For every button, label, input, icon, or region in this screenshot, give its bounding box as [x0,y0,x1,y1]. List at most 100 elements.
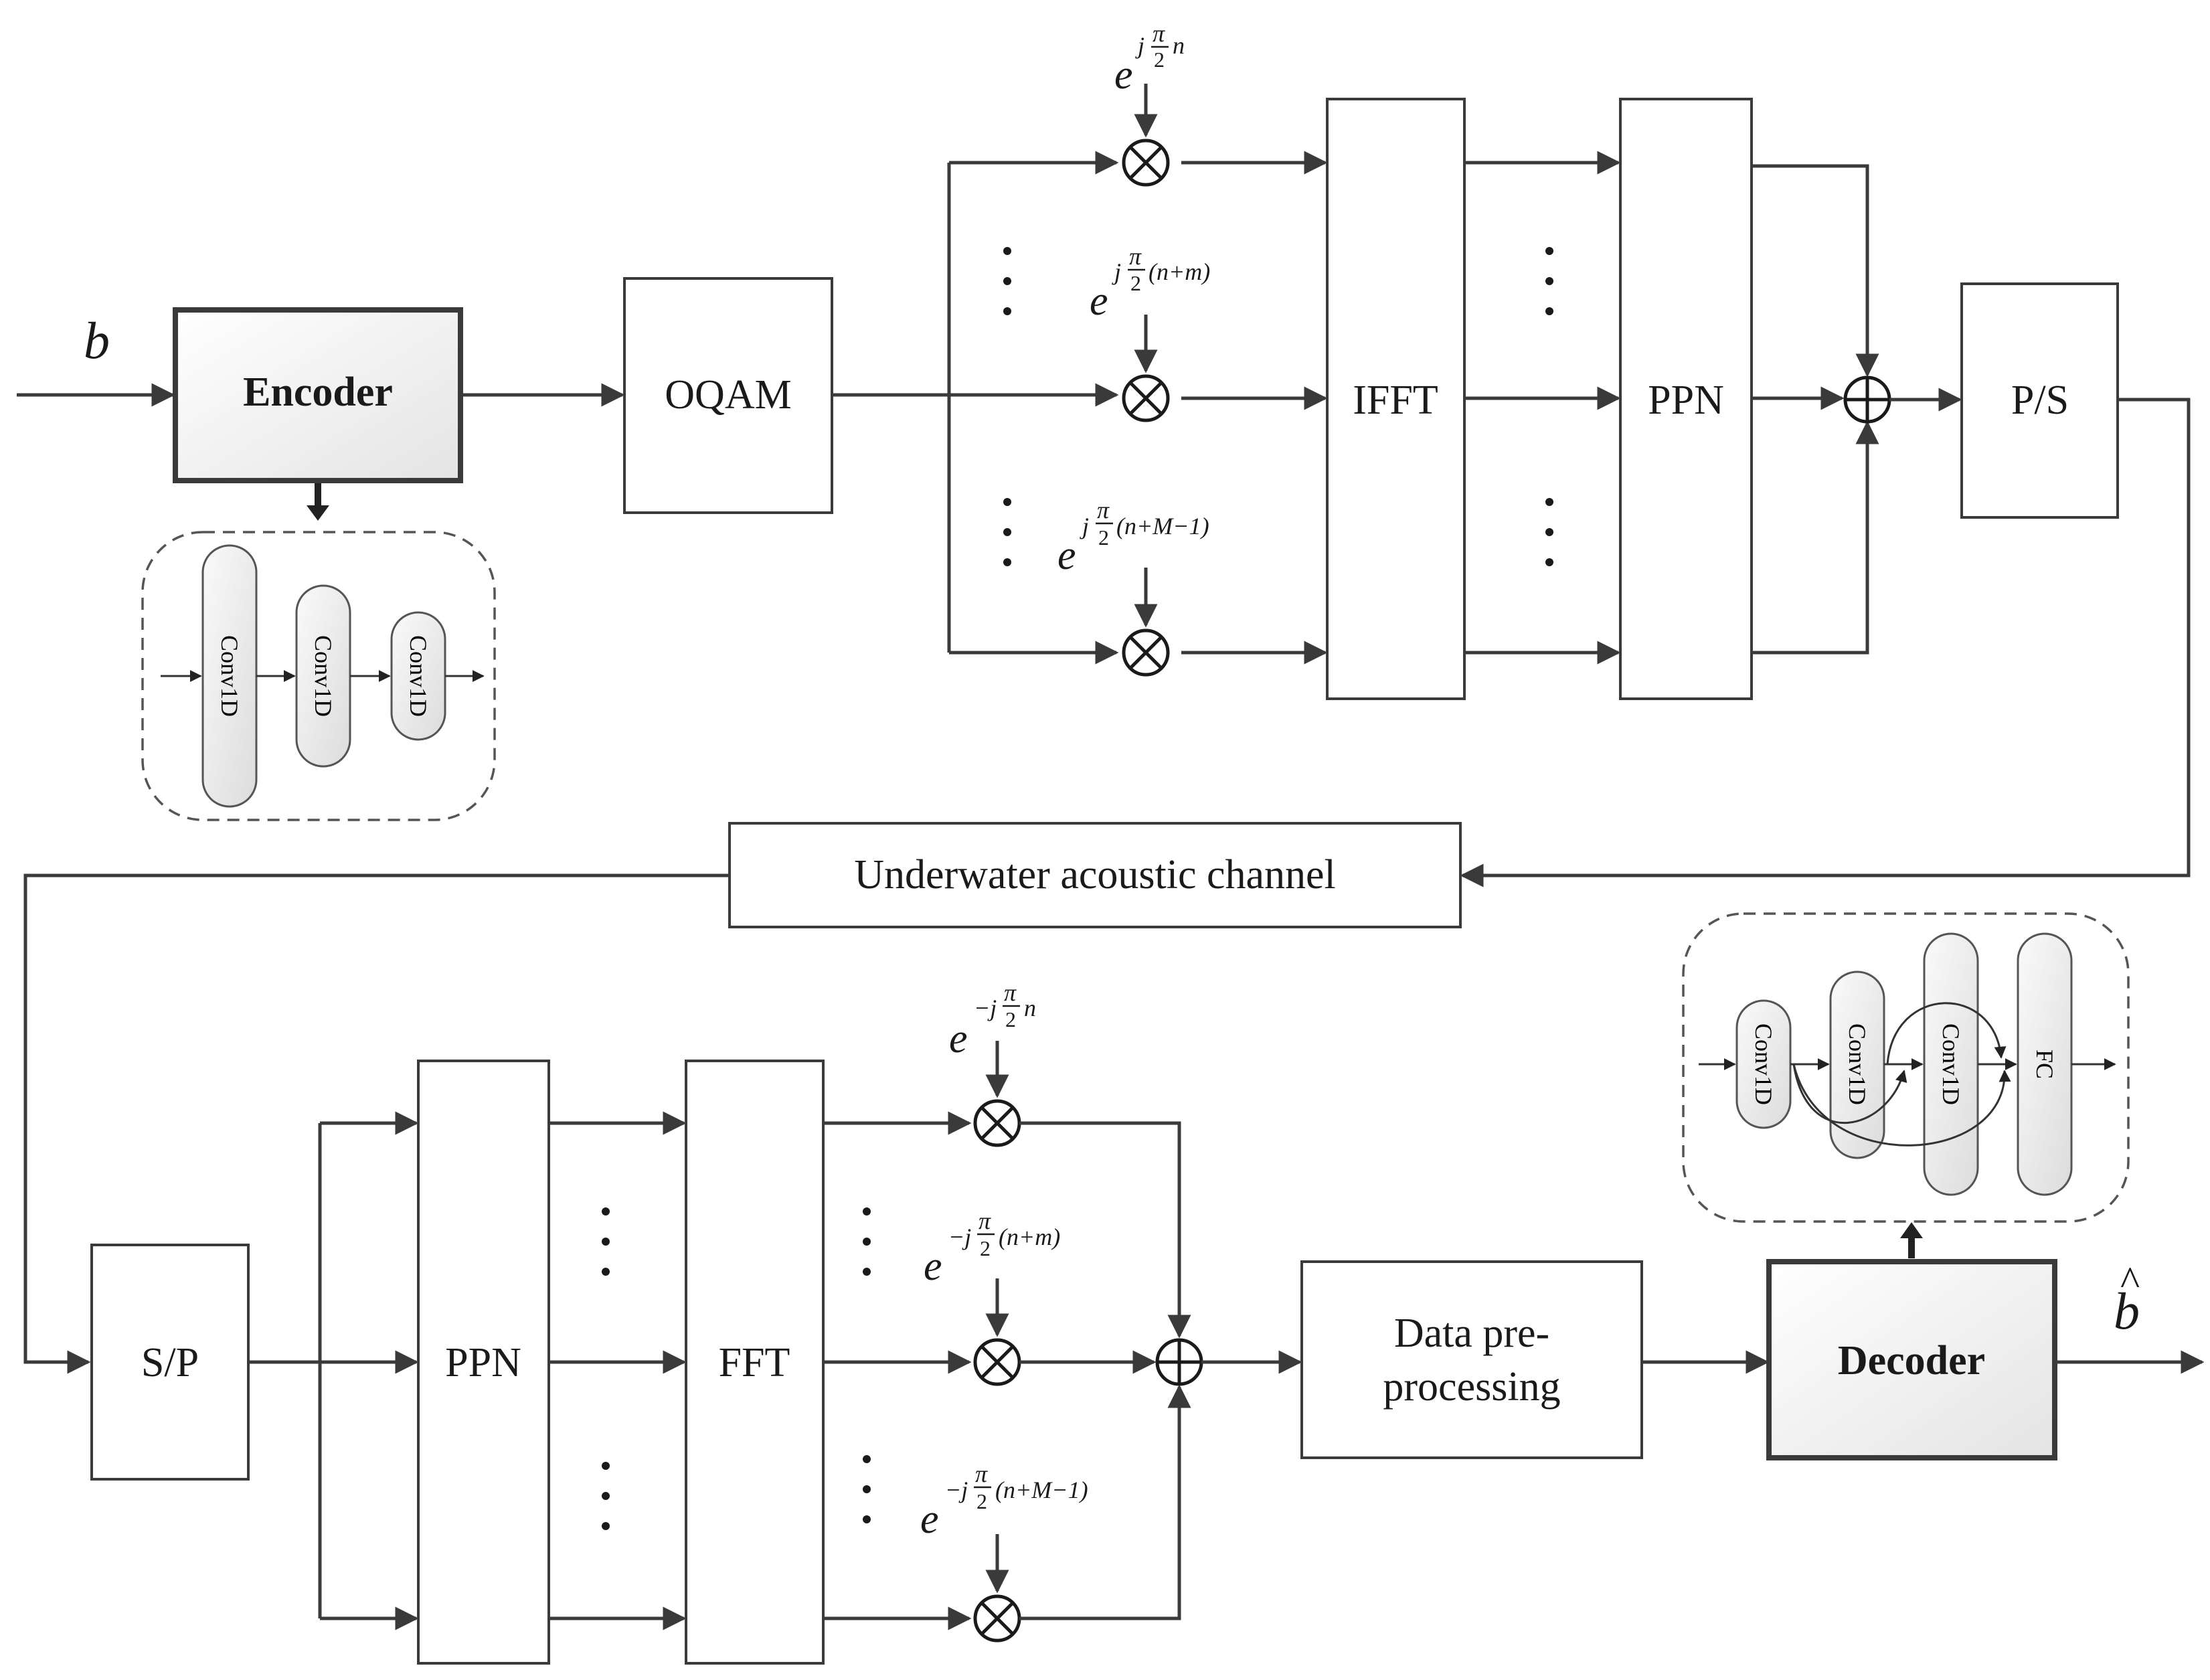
oqam-block: OQAM [623,277,833,514]
encoder-conv1d-label-2: Conv1D [310,635,337,717]
rx-phase-2-suffix: (n+m) [999,1224,1060,1250]
ppn-to-adder-lines [1752,164,1879,655]
rx-mult-to-adder-lines [1019,1121,1191,1620]
ppn-tx-block: PPN [1619,98,1753,700]
tx-phase-1-prefix: j [1135,32,1144,59]
tx-phase-1-den: 2 [1154,48,1165,72]
tx-phase-2-prefix: j [1112,258,1121,285]
output-b-hat-accent: ^ [2120,1259,2140,1305]
decoder-conv1d-label-2: Conv1D [1844,1023,1871,1105]
tx-phase-3-base: e [1057,533,1076,578]
rx-phase-2-num: π [979,1207,991,1234]
tx-ellipsis-2 [1003,498,1011,566]
rx-phase-3-base: e [920,1497,939,1542]
sp-block: S/P [90,1244,250,1481]
data-preprocessing-block: Data pre- processing [1300,1260,1643,1459]
rx-phase-1-num: π [1004,979,1017,1006]
tx-phase-2-base: e [1090,278,1108,324]
oqam-label: OQAM [665,372,791,418]
tx-phase-1: e j π 2 n [1114,20,1185,138]
tx-phase-2-den: 2 [1130,271,1141,295]
encoder-detail-arrow-head [307,505,329,521]
tx-ellipsis-3 [1545,247,1553,315]
tx-phase-1-suffix: n [1173,32,1185,59]
rx-phase-2: e −j π 2 (n+m) [924,1207,1060,1337]
tx-phase-2: e j π 2 (n+m) [1090,243,1210,373]
tx-phase-2-suffix: (n+m) [1149,258,1210,285]
ppn-tx-label: PPN [1648,377,1724,423]
ifft-label: IFFT [1353,377,1438,423]
rx-multiplier-1 [973,1099,1021,1147]
rx-phase-3: e −j π 2 (n+M−1) [920,1460,1088,1594]
rx-phase-2-prefix: −j [948,1224,971,1250]
encoder-block: Encoder [173,307,463,483]
tx-phase-1-num: π [1153,20,1165,47]
fft-block: FFT [685,1060,825,1665]
rx-phase-1: e −j π 2 n [949,979,1036,1098]
ppn-rx-label: PPN [445,1340,521,1385]
rx-phase-2-base: e [924,1244,942,1289]
encoder-conv1d-label-1: Conv1D [216,635,243,717]
tx-phase-1-base: e [1114,52,1133,98]
rx-phase-3-suffix: (n+M−1) [995,1477,1088,1503]
decoder-block: Decoder [1766,1259,2057,1460]
input-b-label: b [84,311,110,369]
ifft-to-ppn-arrows [1464,151,1621,665]
channel-to-sp-line [23,873,730,1374]
tx-phase-3-num: π [1097,497,1110,523]
rx-phase-1-prefix: −j [974,995,997,1021]
encoder-conv1d-label-3: Conv1D [405,635,432,717]
rx-phase-3-den: 2 [976,1489,987,1513]
ifft-block: IFFT [1326,98,1466,700]
decoder-detail: Conv1D Conv1D Conv1D FC [1682,912,2130,1223]
rx-phase-2-den: 2 [980,1236,991,1260]
rx-ellipsis-4 [863,1455,871,1523]
sp-label: S/P [141,1340,199,1385]
rx-phase-3-num: π [975,1460,988,1487]
channel-label: Underwater acoustic channel [854,852,1336,898]
encoder-label: Encoder [243,369,393,415]
tx-phase-3: e j π 2 (n+M−1) [1057,497,1209,628]
ppn-rx-block: PPN [417,1060,550,1665]
decoder-label: Decoder [1838,1338,1985,1383]
sp-split-lines [248,1111,419,1630]
decoder-conv1d-label-1: Conv1D [1750,1023,1777,1105]
tx-phase-2-num: π [1129,243,1142,270]
tx-phase-3-den: 2 [1098,525,1109,550]
decoder-detail-arrow-head [1900,1222,1923,1238]
data-preprocessing-label-line2: processing [1383,1364,1560,1410]
channel-block: Underwater acoustic channel [728,822,1462,928]
fft-to-mult-arrows [823,1111,972,1630]
rx-adder [1155,1338,1203,1386]
rx-ellipsis-2 [602,1462,610,1530]
rx-ellipsis-3 [863,1207,871,1276]
tx-multiplier-3 [1122,628,1170,677]
tx-ellipsis-1 [1003,247,1011,315]
rx-phase-1-den: 2 [1005,1007,1016,1031]
output-b-hat-label: b [2114,1282,2140,1340]
decoder-conv1d-label-3: Conv1D [1938,1023,1964,1105]
rx-phase-3-prefix: −j [945,1477,968,1503]
data-preprocessing-label-line1: Data pre- [1394,1311,1549,1356]
tx-multiplier-2 [1122,374,1170,422]
tx-ellipsis-4 [1545,498,1553,566]
ps-to-channel-line [1460,398,2191,888]
mult-to-ifft-arrows [1181,151,1328,665]
ps-block: P/S [1960,282,2119,519]
tx-phase-3-suffix: (n+M−1) [1116,513,1209,539]
ppn-to-fft-arrows [549,1111,687,1630]
fft-label: FFT [719,1340,790,1385]
decoder-fc-label: FC [2031,1049,2058,1079]
rx-ellipsis-1 [602,1207,610,1276]
tx-adder [1843,375,1891,424]
encoder-detail: Conv1D Conv1D Conv1D [141,531,496,821]
rx-multiplier-2 [973,1338,1021,1386]
rx-multiplier-3 [973,1594,1021,1643]
rx-phase-1-suffix: n [1024,995,1036,1021]
tx-phase-3-prefix: j [1080,513,1089,539]
ps-label: P/S [2011,377,2069,423]
rx-phase-1-base: e [949,1016,968,1062]
oqam-split-lines [832,151,1119,665]
tx-multiplier-1 [1122,139,1170,187]
